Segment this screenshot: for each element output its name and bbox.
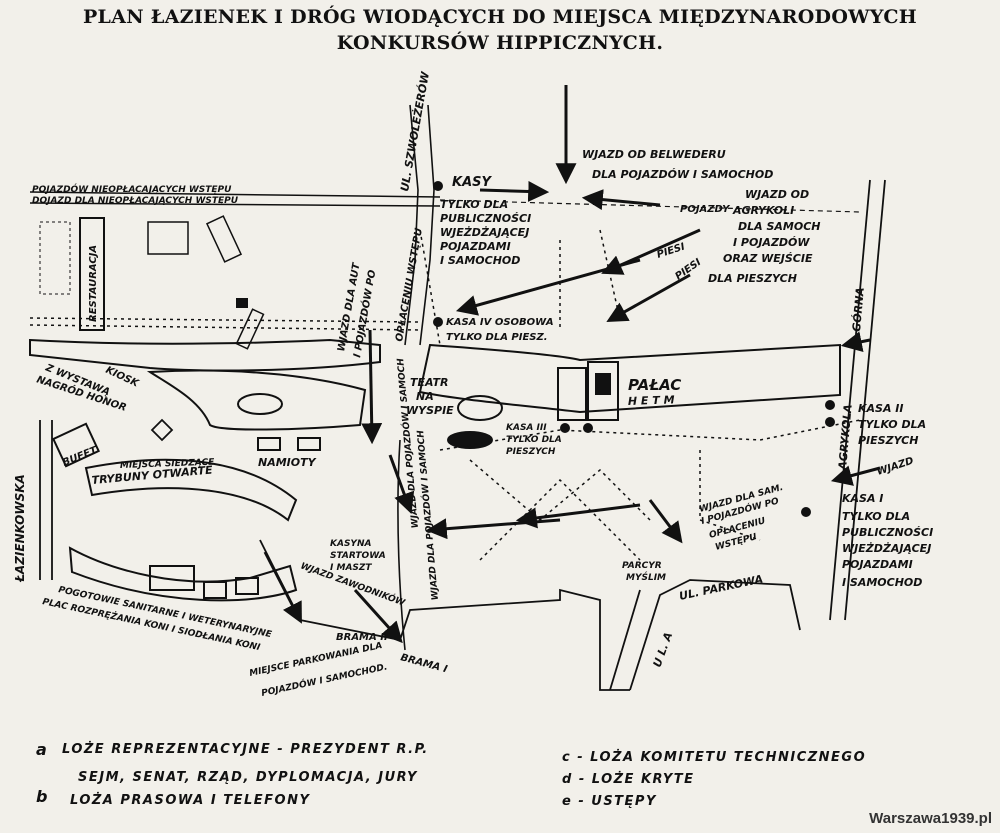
map-title-line1: PLAN ŁAZIENEK I DRÓG WIODĄCYCH DO MIEJSC… bbox=[82, 6, 918, 28]
label-bufet: BUFET bbox=[61, 445, 100, 469]
grandstands bbox=[52, 422, 321, 602]
label-tylko-4: POJAZDAMI bbox=[440, 240, 511, 253]
top-road bbox=[29, 191, 861, 213]
label-miejsca: MIEJSCA SIEDZĄCE bbox=[120, 458, 216, 471]
label-teatr-2: NA bbox=[416, 390, 434, 403]
label-myslim: MYŚLIM bbox=[626, 571, 666, 583]
legend-b: LOŻA PRASOWA I TELEFONY bbox=[70, 793, 311, 808]
arrows bbox=[263, 85, 881, 644]
label-kasa1-1: KASA I bbox=[842, 492, 883, 505]
label-wjazd-agr-6: DLA PIESZYCH bbox=[708, 272, 797, 285]
legend-e: e - USTĘPY bbox=[562, 794, 657, 809]
label-tylko-5: I SAMOCHOD bbox=[440, 254, 520, 267]
label-wjazd-bel-2: DLA POJAZDÓW I SAMOCHOD bbox=[592, 168, 773, 181]
label-ul-gorna: GÓRNA bbox=[850, 287, 867, 333]
legend-marks: a b bbox=[36, 740, 47, 806]
label-ul-chodz: UL. SZWOLEŻERÓW bbox=[397, 70, 432, 193]
legend-c: c - LOŻA KOMITETU TECHNICZNEGO bbox=[562, 750, 867, 765]
label-kasa2-2: TYLKO DLA bbox=[858, 418, 926, 431]
label-ul-hetm: H E T M bbox=[628, 393, 675, 408]
legend-a-line2: SEJM, SENAT, RZĄD, DYPLOMACJA, JURY bbox=[78, 770, 418, 785]
right-roads bbox=[609, 179, 886, 691]
label-wjazd-agr-4: I POJAZDÓW bbox=[733, 236, 810, 249]
label-namioty: NAMIOTY bbox=[258, 456, 317, 469]
label-piesi-2: PIESI bbox=[673, 257, 703, 283]
map-title-line2: KONKURSÓW HIPPICZNYCH. bbox=[336, 32, 664, 54]
label-tylko-2: PUBLICZNOŚCI bbox=[440, 212, 531, 225]
label-kasa1-2: TYLKO DLA bbox=[842, 510, 910, 523]
label-kasa1-3: PUBLICZNOŚCI bbox=[842, 526, 933, 539]
label-kiosk: KIOSK bbox=[104, 365, 141, 390]
label-kasyna-2: STARTOWA bbox=[330, 551, 386, 561]
label-parcyr: PARCYR bbox=[622, 561, 662, 571]
lake bbox=[29, 338, 841, 449]
label-oplaceniu: OPŁACENIU WSTĘPU bbox=[394, 227, 425, 342]
label-kasy: KASY bbox=[452, 175, 492, 190]
label-brama2: BRAMA II bbox=[336, 632, 388, 643]
label-wjazd-agr-1: WJAZD OD bbox=[745, 188, 809, 201]
label-ul-agr: AGRYKOLA bbox=[836, 404, 855, 472]
legend-a-line1: LOŻE REPREZENTACYJNE - PREZYDENT R.P. bbox=[62, 742, 429, 757]
park-paths bbox=[29, 229, 861, 561]
label-teatr-1: TEATR bbox=[410, 376, 448, 389]
label-kasa2-3: PIESZYCH bbox=[858, 434, 918, 447]
label-kasa4-2: TYLKO DLA PIESZ. bbox=[446, 332, 548, 343]
label-kasa1-6: I SAMOCHOD bbox=[842, 576, 922, 589]
label-tylko-3: WJEŻDŻAJĄCEJ bbox=[440, 225, 529, 239]
label-wjazd-right: WJAZD bbox=[876, 456, 916, 478]
label-kasa3-3: PIESZYCH bbox=[506, 447, 556, 457]
label-pojazdy: POJAZDY bbox=[680, 204, 731, 215]
svg-text:b: b bbox=[36, 787, 47, 806]
ticket-booths bbox=[433, 181, 835, 517]
label-ul-parkowa: UL. PARKOWA bbox=[678, 572, 764, 602]
label-kasa3-1: KASA III bbox=[506, 423, 547, 433]
label-kasa4-1: KASA IV OSOBOWA bbox=[446, 317, 554, 328]
label-tylko-1: TYLKO DLA bbox=[440, 198, 508, 211]
restaurant-block bbox=[39, 215, 265, 350]
label-brama1: BRAMA I bbox=[399, 652, 448, 675]
label-parking-free-2: DOJAZD DLA NIEOPŁACAJĄCYCH WSTĘPU bbox=[32, 196, 239, 206]
label-teatr-3: WYSPIE bbox=[406, 404, 454, 417]
label-ul-v: U L. A bbox=[651, 630, 676, 669]
palace bbox=[557, 361, 619, 421]
label-kasa1-5: POJAZDAMI bbox=[842, 558, 913, 571]
label-kasa3-2: TYLKO DLA bbox=[506, 435, 562, 445]
legend-d: d - LOŻE KRYTE bbox=[562, 772, 695, 787]
label-ul-left: ŁAZIENKOWSKA bbox=[13, 474, 27, 583]
label-wjazd-bel-1: WJAZD OD BELWEDERU bbox=[582, 148, 726, 161]
label-restauracja: RESTAURACJA bbox=[88, 245, 99, 322]
label-kasa1-4: WJEŻDŻAJĄCEJ bbox=[842, 541, 931, 555]
label-wjazd-agr-3: DLA SAMOCH bbox=[738, 220, 821, 233]
label-kasyna-3: I MASZT bbox=[330, 563, 372, 573]
label-kasyna-1: KASYNA bbox=[330, 539, 371, 549]
watermark: Warszawa1939.pl bbox=[869, 810, 992, 827]
label-kasa2-1: KASA II bbox=[858, 402, 904, 415]
label-palac: PAŁAC bbox=[628, 376, 681, 394]
label-wjazd-agr-5: ORAZ WEJŚCIE bbox=[723, 252, 813, 265]
svg-text:a: a bbox=[36, 740, 47, 759]
label-parking-free: POJAZDÓW NIEOPŁACAJĄCYCH WSTĘPU bbox=[32, 183, 232, 195]
label-piesi-1: PIESI bbox=[656, 241, 687, 260]
label-wjazd-agr-2: AGRYKOLI bbox=[732, 204, 794, 217]
